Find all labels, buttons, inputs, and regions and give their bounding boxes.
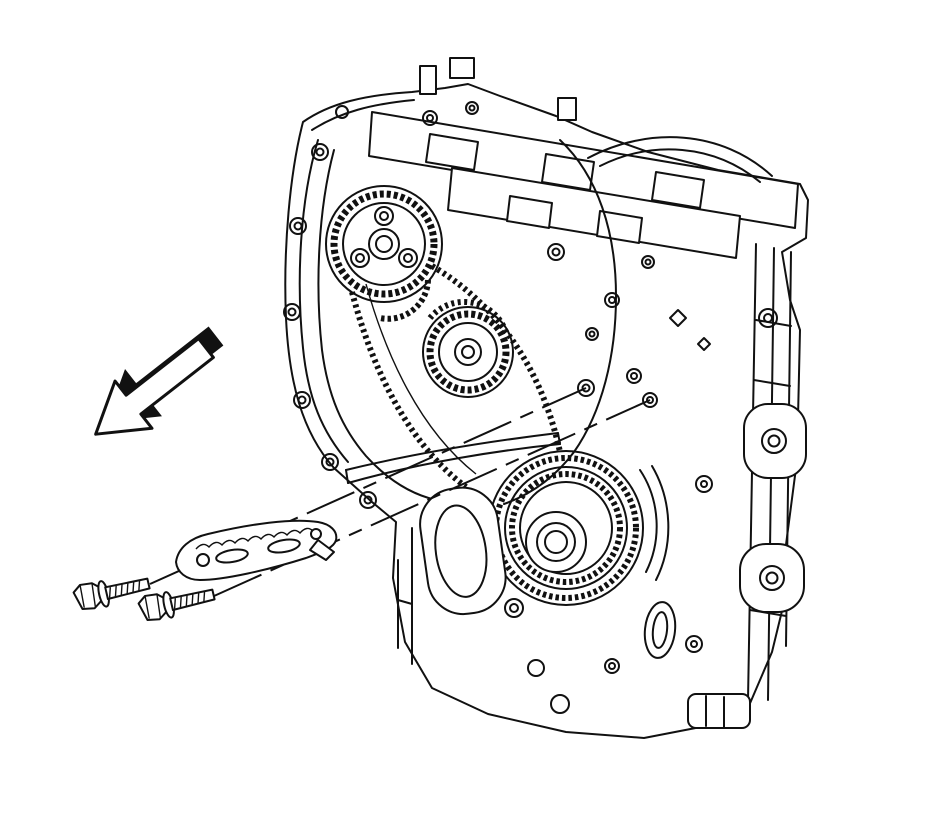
right-boss (744, 404, 806, 478)
boss-hole (759, 309, 777, 327)
cover-bolt-holes (284, 102, 478, 508)
guide-bolt-rear (137, 581, 216, 624)
guide-hole (311, 529, 321, 539)
rail-cutout (426, 134, 478, 170)
rail-cutout (507, 196, 552, 228)
rail-cutout (597, 211, 642, 243)
cover-flange-inner (318, 150, 436, 500)
foot-lines (706, 696, 724, 727)
timing-chain (352, 266, 560, 487)
alignment-line-2 (214, 400, 650, 596)
rib-tick (750, 320, 791, 616)
bolt-head-facets (144, 593, 162, 620)
bolt-head-facets (79, 582, 97, 609)
boss-hole (762, 429, 786, 453)
guide-slot (267, 537, 301, 554)
small-hole (510, 604, 518, 612)
alignment-line-1 (150, 388, 586, 584)
cover-flange (300, 140, 348, 462)
block-edge-lines (398, 528, 412, 664)
bolt-threads (172, 591, 206, 608)
internal-guide-blade (346, 433, 560, 483)
boss-hole (767, 573, 778, 584)
idler-sprocket (423, 307, 513, 397)
guide-slot (215, 547, 249, 564)
small-hole (505, 599, 523, 617)
rail-cutout (652, 172, 704, 208)
stud (450, 58, 474, 78)
guide-hole (197, 554, 209, 566)
cover-right-contour (504, 140, 616, 504)
right-boss (740, 544, 804, 612)
bottom-foot (688, 694, 750, 728)
guide-body (176, 521, 336, 580)
top-right-arc (588, 137, 772, 176)
guide-end-tab (310, 540, 334, 560)
lower-slot (642, 601, 678, 660)
top-rail-lower (448, 168, 740, 258)
balance-shaft-sprocket (326, 186, 442, 319)
boss-hole (769, 436, 780, 447)
bolt-alignment-dashed-lines (150, 388, 650, 596)
guide-serrations (196, 528, 313, 549)
cover-top-inner (312, 100, 414, 130)
front-direction-arrow (77, 324, 224, 457)
boss-hole (764, 314, 772, 322)
timing-chain-guide (176, 521, 336, 580)
guide-bolt-front (72, 570, 151, 613)
face-holes (528, 244, 712, 713)
stud (558, 98, 576, 120)
arrow-front-face (77, 324, 224, 457)
top-right-arc-inner (600, 149, 760, 182)
stud (420, 66, 436, 94)
bolt-threads (107, 580, 141, 597)
engine-front-cover-and-block (284, 58, 808, 738)
boss-hole (760, 566, 784, 590)
